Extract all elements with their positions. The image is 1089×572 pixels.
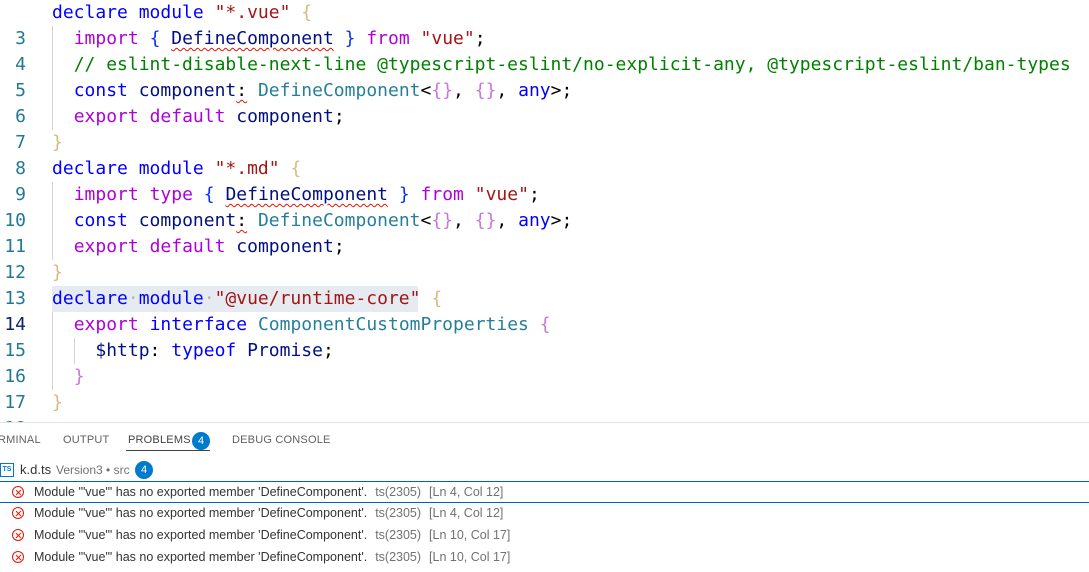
problem-source: ts(2305): [375, 485, 422, 499]
line-number: 17: [4, 392, 26, 413]
indent-guide: [52, 312, 53, 390]
code-line[interactable]: 17 }: [0, 364, 1089, 413]
problem-message: Module '"vue"' has no exported member 'D…: [34, 528, 368, 542]
problem-item[interactable]: Module '"vue"' has no exported member 'D…: [0, 481, 1089, 503]
line-number: 3: [15, 28, 26, 49]
error-squiggle: DefineComponent: [171, 28, 334, 49]
indent-guide: [52, 26, 53, 130]
problem-location: [Ln 4, Col 12]: [429, 485, 504, 499]
problem-source: ts(2305): [375, 506, 422, 520]
code-line[interactable]: 16 $http: typeof Promise;: [0, 338, 1089, 387]
problem-location: [Ln 10, Col 17]: [429, 528, 511, 542]
active-tab-indicator: [126, 450, 210, 451]
code-text: }: [52, 262, 63, 283]
problem-source: ts(2305): [375, 550, 422, 564]
problems-count-badge: 4: [192, 432, 210, 450]
code-line[interactable]: 18 }: [0, 390, 1089, 422]
line-number: 14: [4, 314, 26, 335]
code-line[interactable]: 10 import type { DefineComponent } from …: [0, 182, 1089, 231]
code-text: }: [73, 366, 85, 387]
problem-message: Module '"vue"' has no exported member 'D…: [34, 550, 368, 564]
problem-message: Module '"vue"' has no exported member 'D…: [34, 506, 368, 520]
problem-file-group[interactable]: TS k.d.ts Version3 • src 4: [0, 459, 1089, 481]
code-text: $http: typeof Promise;: [95, 340, 334, 361]
code-text: // eslint-disable-next-line @typescript-…: [73, 54, 1071, 75]
problem-location: [Ln 10, Col 17]: [429, 550, 511, 564]
code-text: import type { DefineComponent } from "vu…: [73, 184, 540, 205]
line-number: 6: [15, 106, 26, 127]
code-line[interactable]: 4 import { DefineComponent } from "vue";: [0, 26, 1089, 75]
error-icon: [12, 529, 24, 541]
code-line[interactable]: 15 export interface ComponentCustomPrope…: [0, 312, 1089, 361]
code-line[interactable]: 7 export default component;: [0, 104, 1089, 153]
panel-tabs: RMINAL OUTPUT PROBLEMS 4 DEBUG CONSOLE: [0, 423, 1089, 459]
error-icon: [12, 486, 24, 498]
code-line[interactable]: 6 const component: DefineComponent<{}, {…: [0, 78, 1089, 127]
code-text: export default component;: [73, 236, 345, 257]
bottom-panel: RMINAL OUTPUT PROBLEMS 4 DEBUG CONSOLE T…: [0, 422, 1089, 572]
code-line[interactable]: 12 export default component;: [0, 234, 1089, 283]
error-squiggle: DefineComponent: [225, 184, 389, 205]
problem-item[interactable]: Module '"vue"' has no exported member 'D…: [0, 503, 1089, 525]
line-number: 12: [4, 262, 26, 283]
code-line[interactable]: 5 // eslint-disable-next-line @typescrip…: [0, 52, 1089, 101]
selection-highlight: [52, 286, 418, 312]
code-text: }: [52, 132, 63, 153]
code-text: declare module "*.vue" {: [52, 2, 313, 23]
problem-item[interactable]: Module '"vue"' has no exported member 'D…: [0, 525, 1089, 547]
indent-guide: [52, 182, 53, 260]
line-number: 9: [15, 184, 26, 205]
line-number: 16: [4, 366, 26, 387]
line-number: 18: [0, 416, 26, 422]
code-text: const component: DefineComponent<{}, {},…: [73, 210, 573, 231]
problem-item[interactable]: Module '"vue"' has no exported member 'D…: [0, 547, 1089, 569]
code-text: declare module "*.md" {: [52, 158, 302, 179]
code-text: }: [52, 392, 63, 413]
tab-terminal[interactable]: RMINAL: [0, 434, 41, 446]
problem-location: [Ln 4, Col 12]: [429, 506, 504, 520]
code-text: export default component;: [73, 106, 345, 127]
line-number: 4: [15, 54, 26, 75]
code-text: import { DefineComponent } from "vue";: [73, 28, 486, 49]
code-text: const component: DefineComponent<{}, {},…: [73, 80, 573, 101]
code-line[interactable]: 13 }: [0, 260, 1089, 309]
tab-problems[interactable]: PROBLEMS: [128, 434, 191, 446]
line-number: 15: [4, 340, 26, 361]
line-number: 10: [4, 210, 26, 231]
file-name: k.d.ts: [20, 462, 52, 477]
code-line[interactable]: 3 declare module "*.vue" {: [0, 0, 1089, 49]
error-icon: [12, 507, 24, 519]
code-editor[interactable]: 3 declare module "*.vue" { 4 import { De…: [0, 0, 1089, 422]
tab-debug-console[interactable]: DEBUG CONSOLE: [232, 434, 331, 446]
typescript-file-icon: TS: [0, 463, 14, 477]
line-number: 8: [15, 158, 26, 179]
code-text: declare·module·"@vue/runtime-core" {: [52, 288, 443, 309]
error-icon: [12, 551, 24, 563]
code-line[interactable]: 11 const component: DefineComponent<{}, …: [0, 208, 1089, 257]
indent-guide: [74, 338, 75, 364]
file-path: Version3 • src: [56, 463, 130, 477]
problem-source: ts(2305): [375, 528, 422, 542]
file-problem-count-badge: 4: [135, 461, 153, 479]
code-line[interactable]: 9 declare module "*.md" {: [0, 156, 1089, 205]
line-number: 7: [15, 132, 26, 153]
tab-output[interactable]: OUTPUT: [63, 434, 110, 446]
line-number: 11: [4, 236, 26, 257]
code-line-current[interactable]: 14 declare·module·"@vue/runtime-core" {: [0, 286, 1089, 335]
line-number: 5: [15, 80, 26, 101]
problem-message: Module '"vue"' has no exported member 'D…: [34, 485, 368, 499]
line-number: 13: [4, 288, 26, 309]
code-line[interactable]: 8 }: [0, 130, 1089, 179]
code-text: export interface ComponentCustomProperti…: [73, 314, 551, 335]
